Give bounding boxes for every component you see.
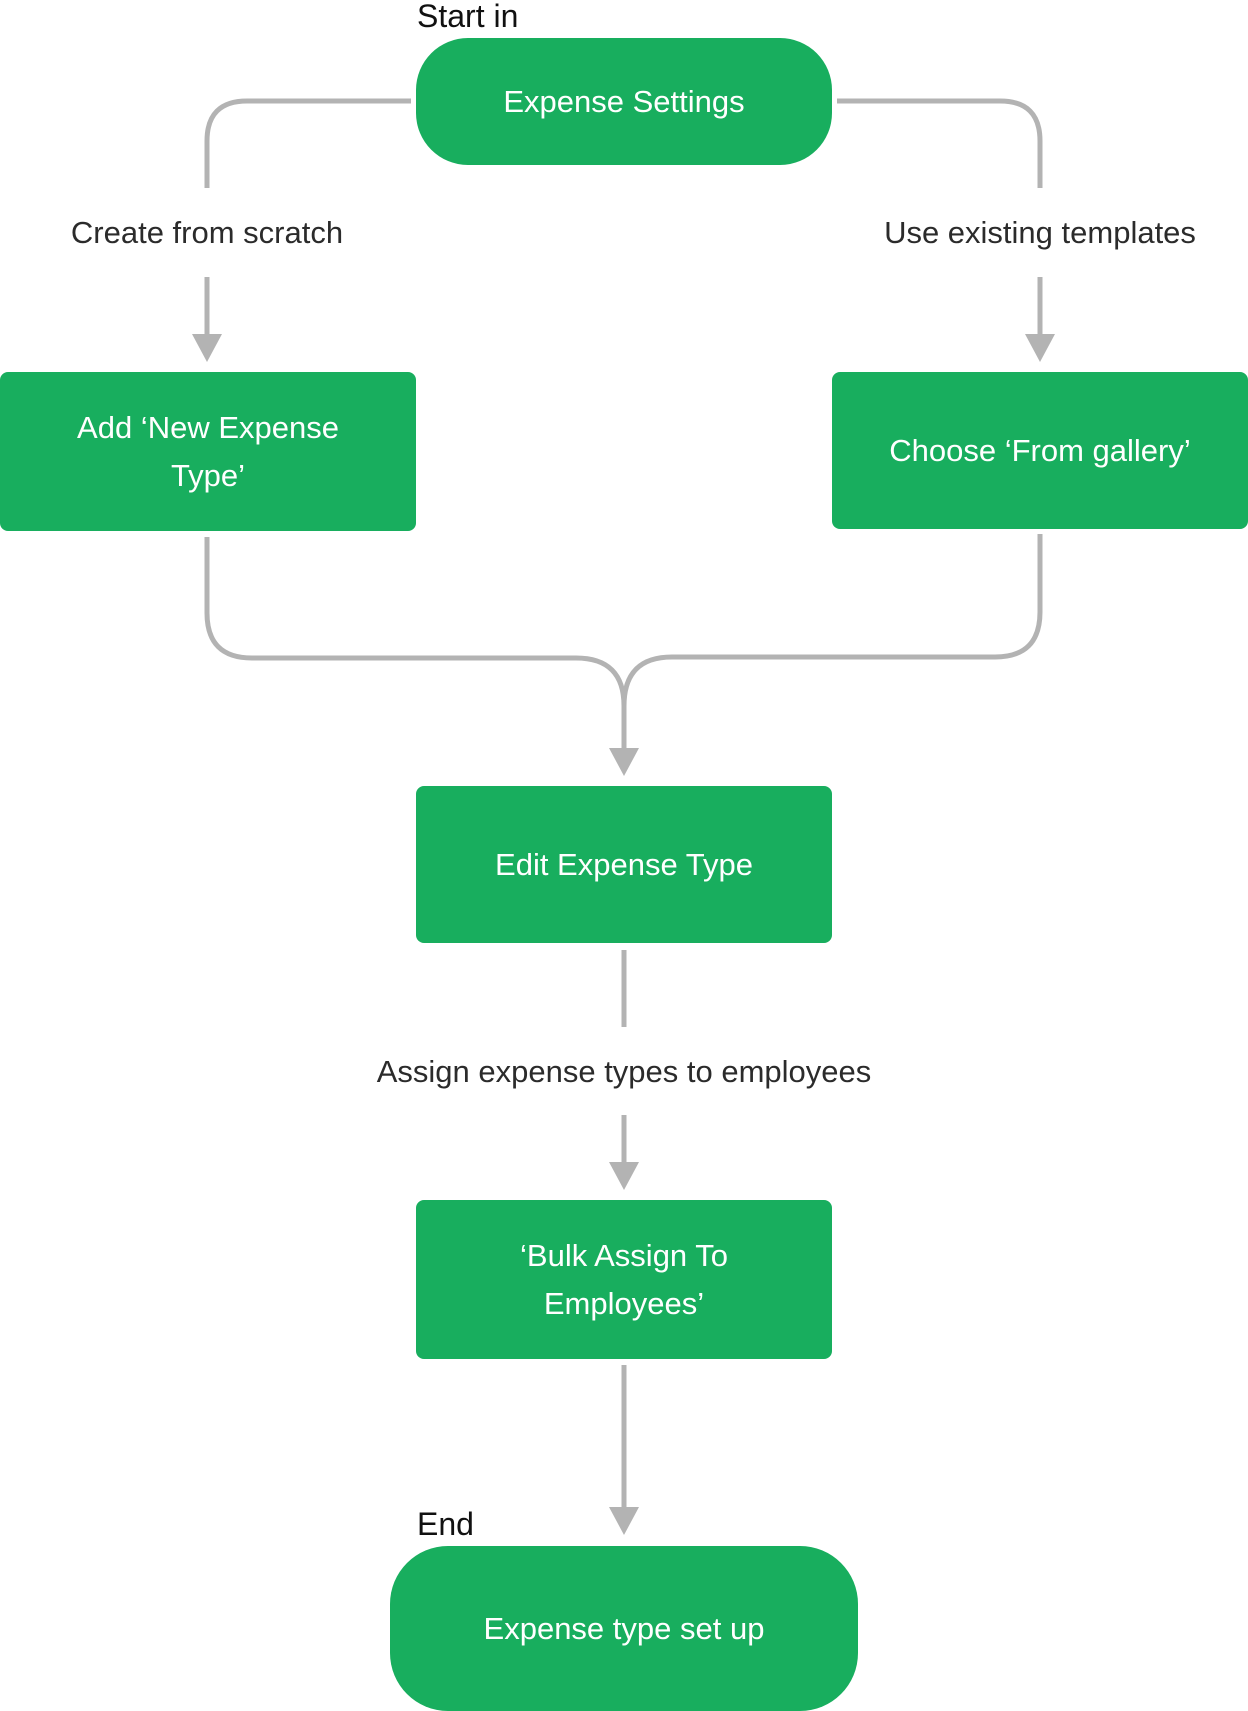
node-expense-type-set-up: Expense type set up — [390, 1546, 858, 1711]
edge-label-assign-expense-types: Assign expense types to employees — [376, 1054, 872, 1089]
connector-add-node-to-merge — [204, 537, 627, 752]
node-expense-type-set-up-label: Expense type set up — [483, 1610, 765, 1646]
node-add-new-expense-type: Add ‘New Expense Type’ — [0, 372, 416, 531]
node-add-new-expense-type-label: Add ‘New Expense Type’ — [77, 409, 339, 493]
node-choose-from-gallery: Choose ‘From gallery’ — [832, 372, 1248, 529]
start-caption: Start in — [417, 0, 519, 34]
node-bulk-assign-to-employees: ‘Bulk Assign To Employees’ — [416, 1200, 832, 1359]
arrowhead-to-edit-node — [609, 748, 639, 776]
arrowhead-to-gallery-node — [1025, 334, 1055, 362]
arrowhead-to-add-node — [192, 334, 222, 362]
node-choose-from-gallery-label: Choose ‘From gallery’ — [889, 432, 1191, 468]
node-edit-expense-type: Edit Expense Type — [416, 786, 832, 943]
node-expense-settings-label: Expense Settings — [503, 83, 745, 119]
node-bulk-assign-to-employees-label: ‘Bulk Assign To Employees’ — [520, 1237, 728, 1321]
edge-label-use-existing-templates: Use existing templates — [884, 215, 1196, 250]
connector-gallery-node-to-merge — [621, 534, 1043, 707]
end-caption: End — [417, 1506, 474, 1542]
connector-settings-to-create-label — [204, 98, 411, 188]
node-expense-settings: Expense Settings — [416, 38, 832, 165]
connector-settings-to-templates-label — [837, 98, 1043, 188]
node-edit-expense-type-label: Edit Expense Type — [495, 846, 753, 882]
edge-label-create-from-scratch: Create from scratch — [70, 215, 344, 250]
arrowhead-to-bulk-node — [609, 1162, 639, 1190]
arrowhead-to-end-node — [609, 1507, 639, 1535]
